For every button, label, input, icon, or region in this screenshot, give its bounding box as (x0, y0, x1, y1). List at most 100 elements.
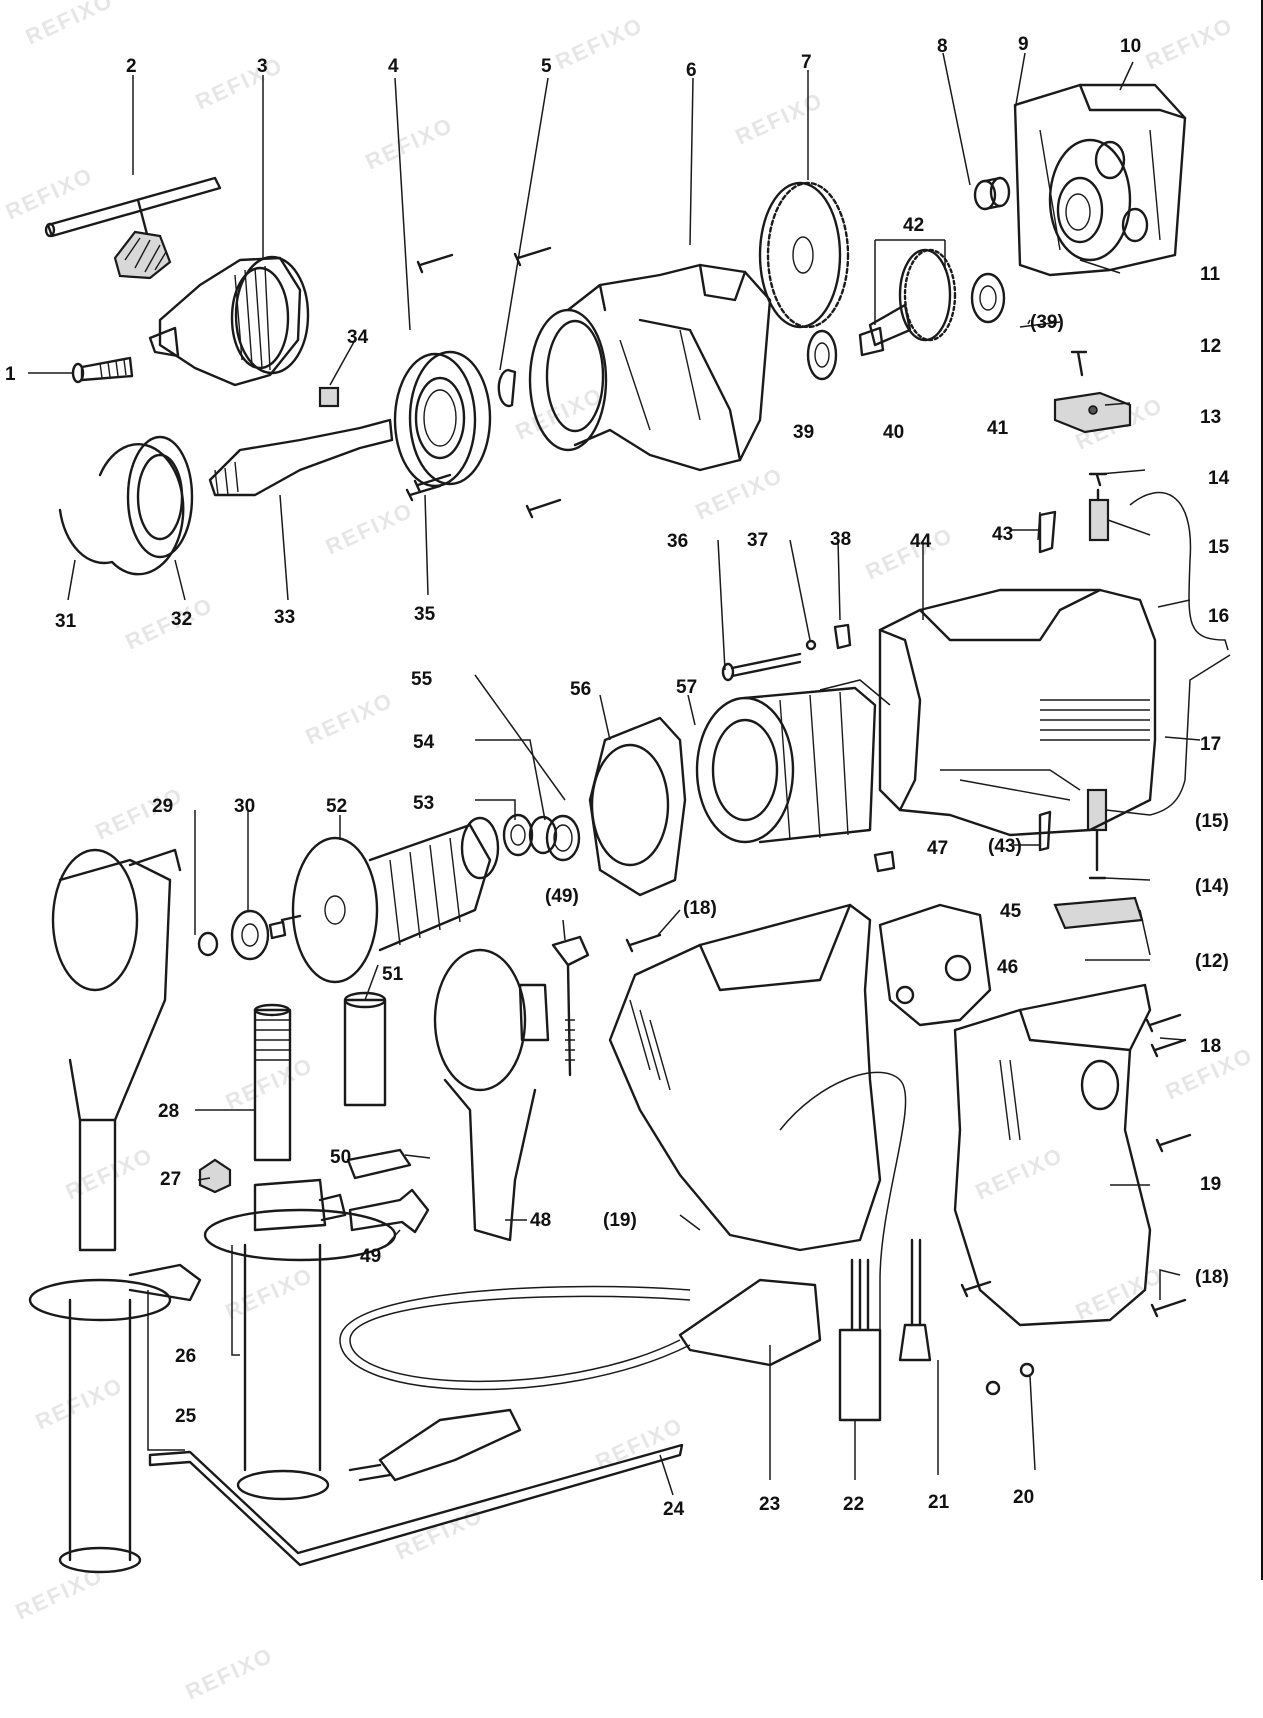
watermark: REFIXO (32, 1372, 128, 1434)
part-label-48: 48 (530, 1210, 551, 1231)
part-label-18: 18 (1200, 1036, 1221, 1057)
part-label-36: 36 (667, 531, 688, 552)
callout-43b: (43) (988, 836, 1022, 857)
part-label-5: 5 (541, 56, 552, 77)
part-label-15: 15 (1208, 537, 1230, 558)
part-label-20: 20 (1013, 1487, 1034, 1508)
part-label-29: 29 (152, 796, 173, 817)
part-label-35: 35 (414, 604, 436, 625)
side-handle-complete-shape (28, 848, 202, 1574)
screw-pair-shape (985, 1362, 1035, 1396)
chuck-screw-shape (71, 356, 134, 384)
part-label-44: 44 (910, 531, 932, 552)
gear-housing-shape (528, 263, 772, 472)
motor-housing-shape (878, 588, 1157, 837)
part-label-3: 3 (257, 56, 268, 77)
part-label-32: 32 (171, 609, 192, 630)
screw-shape (405, 484, 442, 502)
part-label-22: 22 (843, 1494, 864, 1515)
nut-shape (198, 1158, 232, 1194)
key-shape (318, 386, 340, 408)
callout-19a: (19) (603, 1210, 637, 1231)
watermark: REFIXO (1142, 12, 1238, 74)
handle-half-left-shape (608, 903, 907, 1340)
spur-gear-shape (758, 181, 850, 329)
part-label-11: 11 (1200, 264, 1221, 285)
part-label-47: 47 (927, 838, 948, 859)
housing-screws-shape (413, 246, 562, 519)
part-label-23: 23 (759, 1494, 780, 1515)
part-label-6: 6 (686, 60, 697, 81)
part-label-10: 10 (1120, 36, 1141, 57)
part-label-54: 54 (413, 732, 435, 753)
ball-bearing-shape (393, 350, 492, 488)
watermark: REFIXO (1072, 1262, 1168, 1324)
housing-screw-shape (625, 933, 1192, 1318)
part-label-51: 51 (382, 964, 404, 985)
part-label-34: 34 (347, 327, 369, 348)
part-label-50: 50 (330, 1147, 351, 1168)
watermark: REFIXO (22, 0, 118, 50)
watermark: REFIXO (222, 1262, 318, 1324)
part-label-21: 21 (928, 1492, 950, 1513)
handle-half-right-shape (953, 983, 1152, 1327)
part-label-26: 26 (175, 1346, 196, 1367)
watermark: REFIXO (322, 497, 418, 559)
part-labels: 1 2 3 4 5 6 7 8 9 10 11 12 13 14 15 16 1… (5, 34, 1230, 1520)
part-label-53: 53 (413, 793, 434, 814)
part-label-55: 55 (411, 669, 433, 690)
cable-sleeve-shape (339, 1278, 822, 1482)
part-label-27: 27 (160, 1169, 181, 1190)
switch-shape (878, 903, 992, 1027)
armature-bearing-shape (197, 909, 270, 961)
plug-shape (873, 850, 896, 873)
part-label-17: 17 (1200, 734, 1221, 755)
clamp-ring-handle-shape (433, 948, 550, 1242)
brush-holder-clip-shape (1038, 510, 1057, 852)
part-label-33: 33 (274, 607, 295, 628)
part-label-37: 37 (747, 530, 768, 551)
suppressor-shape (838, 1258, 882, 1422)
part-label-45: 45 (1000, 901, 1022, 922)
drive-spindle-shape (58, 418, 394, 576)
part-label-40: 40 (883, 422, 904, 443)
part-label-43: 43 (992, 524, 1013, 545)
callout-12b: (12) (1195, 951, 1229, 972)
callout-39b: (39) (1030, 312, 1064, 333)
callout-18a: (18) (683, 898, 717, 919)
callout-14b: (14) (1195, 876, 1229, 897)
part-label-24: 24 (663, 1499, 685, 1520)
capacitor-shape (898, 1238, 932, 1362)
circlip-shape (497, 368, 517, 408)
part-label-56: 56 (570, 679, 591, 700)
watermark: REFIXO (732, 87, 828, 149)
watermark: REFIXO (692, 462, 788, 524)
carbon-brush-shape (1086, 472, 1231, 880)
long-screw-shape (721, 623, 852, 682)
part-label-46: 46 (997, 957, 1018, 978)
part-label-4: 4 (388, 56, 399, 77)
watermark: REFIXO (182, 1642, 278, 1704)
part-label-1: 1 (5, 364, 16, 385)
watermark: REFIXO (122, 592, 218, 654)
air-guide-shape (588, 716, 687, 897)
depth-gauge-shape (148, 1443, 684, 1567)
part-label-28: 28 (158, 1101, 179, 1122)
intermediate-flange-shape (1013, 83, 1187, 277)
part-label-12: 12 (1200, 336, 1221, 357)
wing-bolt-shape (346, 935, 590, 1234)
part-label-57: 57 (676, 677, 697, 698)
keyed-chuck-shape (148, 255, 310, 387)
watermark: REFIXO (552, 12, 648, 74)
callout-49a: (49) (545, 886, 579, 907)
leader-lines (28, 52, 1201, 1496)
part-label-49: 49 (360, 1246, 381, 1267)
callout-15b: (15) (1195, 811, 1229, 832)
watermark: REFIXO (362, 112, 458, 174)
part-label-8: 8 (937, 36, 948, 57)
part-label-41: 41 (987, 418, 1009, 439)
cable-clamp-shape (1053, 350, 1132, 434)
armature-shape (268, 816, 500, 984)
field-shape (695, 679, 891, 844)
